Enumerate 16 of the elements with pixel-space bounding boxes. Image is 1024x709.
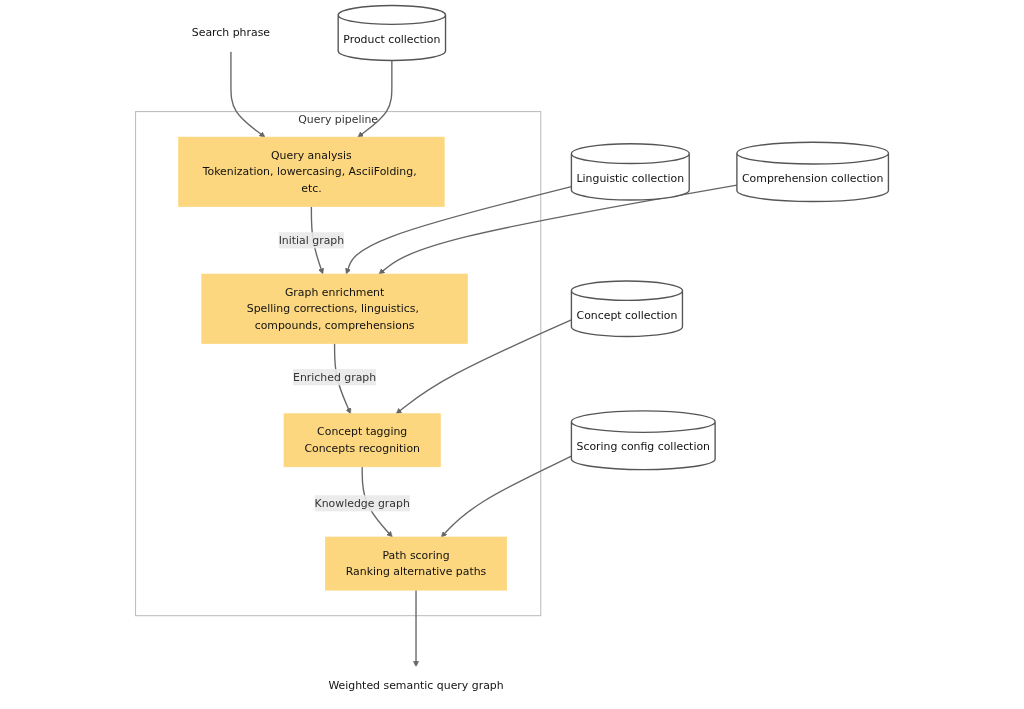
node-box: Concept tagging Concepts recognition <box>283 413 441 468</box>
arrow <box>378 184 738 275</box>
node-text: Weighted semantic query graph <box>328 678 504 692</box>
arrow <box>395 319 573 414</box>
edge-label: Enriched graph <box>292 370 377 384</box>
arrow <box>413 589 419 668</box>
arrow <box>230 50 266 138</box>
node-box: Graph enrichment Spelling corrections, linguistics, compounds, comprehensions <box>201 273 468 344</box>
edge-label: Knowledge graph <box>314 496 410 510</box>
arrow <box>357 59 393 138</box>
node-text: Search phrase <box>191 26 271 40</box>
arrow <box>345 186 573 275</box>
arrow <box>441 455 573 538</box>
edge-label: Initial graph <box>278 233 345 247</box>
node-box: Path scoring Ranking alternative paths <box>325 536 508 591</box>
node-box: Query analysis Tokenization, lowercasing, AsciiFolding, etc. <box>178 136 445 207</box>
